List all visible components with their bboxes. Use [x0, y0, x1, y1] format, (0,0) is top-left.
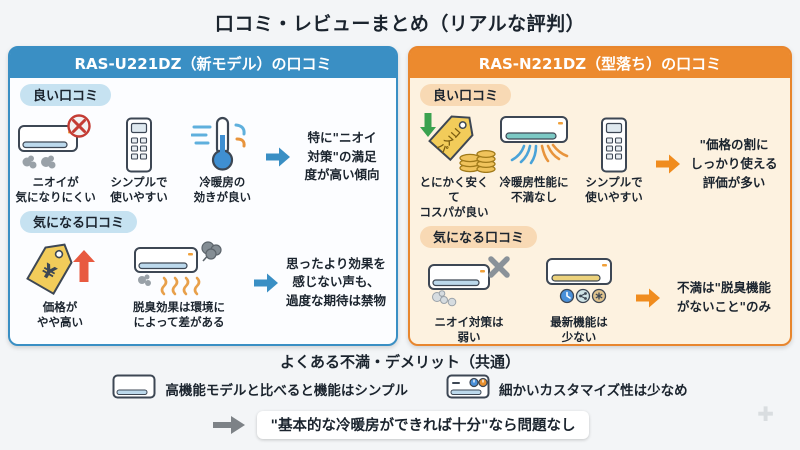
watermark-icon: ✚ [757, 402, 774, 426]
review-item: ニオイが 気になりにくい [14, 109, 97, 205]
common-item: 高機能モデルと比べると機能はシンプル [112, 374, 408, 404]
common-conclusion-row: "基本的な冷暖房ができれば十分"なら問題なし [0, 411, 800, 439]
review-item: 脱臭効果は環境に によって差がある [106, 236, 252, 330]
review-item: 冷暖房性能に 不満なし [494, 109, 574, 205]
good-conclusion: "価格の割に しっかり使える 評価が多い [690, 137, 778, 190]
arrow-right-icon [212, 414, 246, 436]
ac-airflow-icon [494, 109, 574, 173]
arrow-right-icon [265, 146, 291, 168]
concern-reviews-row: ニオイ対策は 弱い [410, 248, 790, 345]
panel-old-model-header: RAS-N221DZ（型落ち）の口コミ [410, 48, 790, 78]
review-item: ニオイ対策は 弱い [414, 251, 524, 345]
review-item: ¥ 価格が やや高い [14, 236, 106, 330]
thermometer-icon [191, 109, 253, 173]
review-item: シンプルで 使いやすい [574, 109, 654, 205]
common-item-label: 細かいカスタマイズ性は少なめ [499, 383, 688, 399]
page-title: 口コミ・レビューまとめ（リアルな評判） [214, 13, 586, 35]
concern-conclusion: 不満は"脱臭機能 がないこと"のみ [676, 280, 771, 314]
review-item: 最新機能は 少ない [524, 251, 634, 345]
review-item-label: 最新機能は 少ない [550, 314, 608, 344]
concern-reviews-badge: 気になる口コミ [420, 225, 538, 248]
good-reviews-badge: 良い口コミ [20, 84, 112, 106]
good-reviews-row: ニオイが 気になりにくい シンプルで 使いやすい [10, 106, 396, 205]
review-item-label: 冷暖房の 効きが良い [193, 175, 252, 204]
panel-old-model: RAS-N221DZ（型落ち）の口コミ 良い口コミ コ ス パ [408, 46, 792, 346]
ac-few-features-icon [539, 251, 619, 313]
good-reviews-badge: 良い口コミ [420, 84, 512, 106]
price-tag-up-icon: ¥ [23, 236, 97, 298]
review-item-label: ニオイが 気になりにくい [15, 175, 96, 204]
panel-new-model-header: RAS-U221DZ（新モデル）の口コミ [10, 48, 396, 78]
cospa-tag-coins-icon: コ ス パ [410, 109, 498, 173]
common-item-label: 高機能モデルと比べると機能はシンプル [165, 383, 408, 399]
good-conclusion: 特に"ニオイ 対策"の満足 度が高い傾向 [304, 129, 380, 183]
review-item: シンプルで 使いやすい [97, 109, 180, 205]
ac-odor-blocked-icon [17, 109, 95, 173]
common-items-row: 高機能モデルと比べると機能はシンプル 細かいカスタマイズ性は少なめ [0, 374, 800, 404]
concern-reviews-row: ¥ 価格が やや高い [10, 233, 396, 330]
common-item: 細かいカスタマイズ性は少なめ [446, 374, 688, 404]
concern-conclusion: 思ったより効果を 感じない声も、 過度な期待は禁物 [285, 255, 386, 309]
good-reviews-row: コ ス パ とにかく安くて コスパが良い [410, 106, 790, 220]
review-item-label: 価格が やや高い [37, 299, 83, 329]
ac-simple-icon [112, 374, 156, 404]
review-item: 冷暖房の 効きが良い [181, 109, 264, 205]
review-item-label: シンプルで 使いやすい [585, 175, 643, 204]
remote-control-icon [600, 109, 628, 173]
review-item-label: とにかく安くて コスパが良い [419, 175, 489, 219]
panel-new-model: RAS-U221DZ（新モデル）の口コミ 良い口コミ [8, 46, 398, 346]
ac-deodorize-icon [133, 236, 225, 298]
review-item-label: ニオイ対策は 弱い [434, 314, 504, 344]
common-conclusion: "基本的な冷暖房ができれば十分"なら問題なし [257, 411, 589, 439]
arrow-right-icon [655, 153, 681, 175]
review-item-label: シンプルで 使いやすい [110, 175, 168, 204]
arrow-right-icon [253, 272, 279, 294]
ac-custom-icon [446, 374, 490, 404]
review-item: コ ス パ とにかく安くて コスパが良い [414, 109, 496, 220]
arrow-right-icon [635, 287, 661, 309]
review-item-label: 脱臭効果は環境に によって差がある [133, 299, 225, 329]
review-item-label: 冷暖房性能に 不満なし [499, 175, 569, 204]
concern-reviews-badge: 気になる口コミ [20, 210, 138, 233]
common-section-title: よくある不満・デメリット（共通） [279, 353, 520, 371]
ac-odor-weak-icon [427, 251, 511, 313]
remote-control-icon [125, 109, 153, 173]
